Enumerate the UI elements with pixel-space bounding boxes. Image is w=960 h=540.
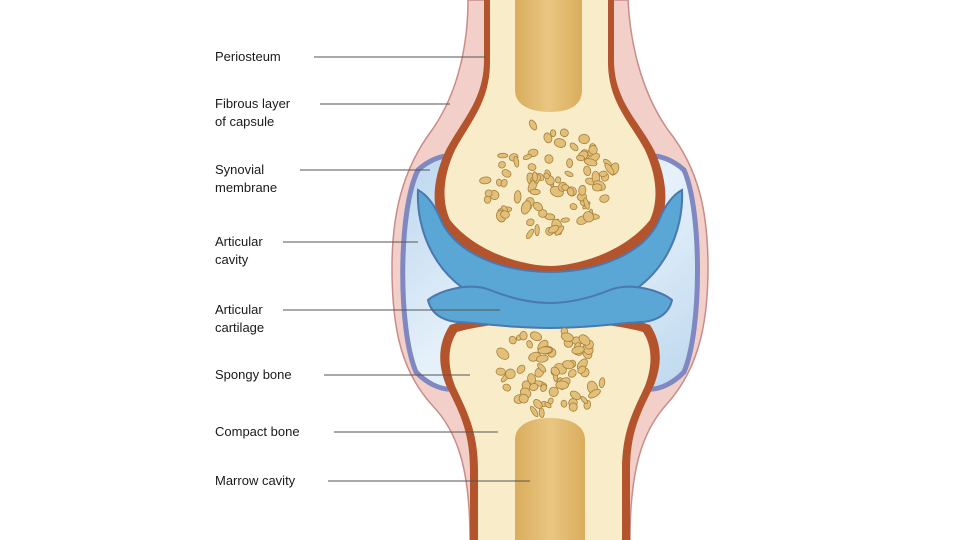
label-periosteum-line1: Periosteum (215, 48, 281, 66)
label-articular-cavity-line2: cavity (215, 251, 263, 269)
trabecula (535, 225, 539, 236)
trabecula (588, 145, 597, 155)
label-spongy-bone: Spongy bone (215, 366, 292, 384)
trabecula (579, 134, 590, 144)
trabecula (532, 172, 538, 182)
label-articular-cavity-line1: Articular (215, 233, 263, 251)
label-spongy-bone-line1: Spongy bone (215, 366, 292, 384)
trabecula (567, 159, 573, 168)
label-synovial-membrane: Synovial membrane (215, 161, 277, 197)
label-synovial-membrane-line1: Synovial (215, 161, 277, 179)
trabecula (530, 189, 540, 195)
label-articular-cartilage-line1: Articular (215, 301, 264, 319)
marrow-upper (515, 0, 582, 112)
label-marrow-cavity-line1: Marrow cavity (215, 472, 295, 490)
label-periosteum: Periosteum (215, 48, 281, 66)
label-compact-bone-line1: Compact bone (215, 423, 300, 441)
label-articular-cartilage: Articular cartilage (215, 301, 264, 337)
label-synovial-membrane-line2: membrane (215, 179, 277, 197)
trabecula (539, 408, 545, 418)
trabecula (520, 331, 528, 340)
label-fibrous-layer-line1: Fibrous layer (215, 95, 290, 113)
label-articular-cavity: Articular cavity (215, 233, 263, 269)
trabecula (592, 184, 602, 192)
label-articular-cartilage-line2: cartilage (215, 319, 264, 337)
marrow-lower (515, 418, 585, 540)
label-fibrous-layer-line2: of capsule (215, 113, 290, 131)
trabecula (498, 153, 508, 158)
label-compact-bone: Compact bone (215, 423, 300, 441)
label-marrow-cavity: Marrow cavity (215, 472, 295, 490)
trabecula (556, 381, 569, 389)
trabecula (514, 190, 521, 203)
label-fibrous-layer: Fibrous layer of capsule (215, 95, 290, 131)
